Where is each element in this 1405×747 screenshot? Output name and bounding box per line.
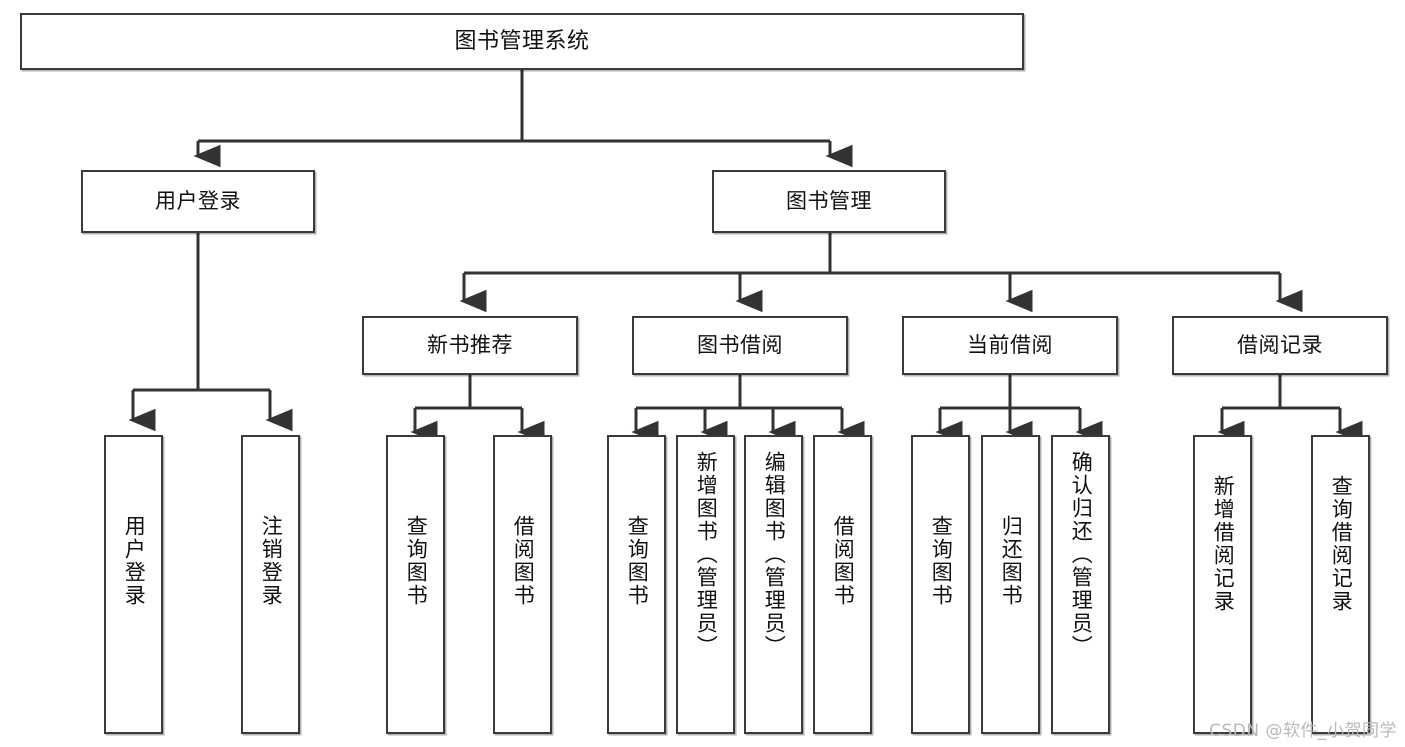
node-leaf-user-logout-label: 注销登录 — [259, 515, 284, 607]
node-current-borrow[interactable]: 当前借阅 — [902, 316, 1118, 375]
node-leaf-add-record-label: 新增借阅记录 — [1211, 475, 1236, 613]
node-leaf-borrow-book-2-label: 借阅图书 — [831, 515, 856, 607]
node-current-borrow-label: 当前借阅 — [967, 333, 1053, 358]
node-leaf-return-book-label: 归还图书 — [999, 515, 1024, 607]
node-leaf-confirm-return-label: 确认归还（管理员） — [1069, 451, 1094, 658]
node-book-manage-label: 图书管理 — [786, 189, 872, 214]
node-leaf-query-record-label: 查询借阅记录 — [1329, 475, 1354, 613]
node-book-manage[interactable]: 图书管理 — [712, 170, 946, 233]
node-leaf-query-book-3[interactable]: 查询图书 — [911, 435, 970, 734]
node-borrow-record-label: 借阅记录 — [1237, 333, 1323, 358]
node-leaf-borrow-book-1[interactable]: 借阅图书 — [493, 435, 552, 734]
node-new-book-rec[interactable]: 新书推荐 — [362, 316, 578, 375]
node-root-label: 图书管理系统 — [454, 28, 590, 54]
node-root[interactable]: 图书管理系统 — [20, 13, 1024, 70]
node-leaf-query-book-1-label: 查询图书 — [404, 515, 429, 607]
node-leaf-edit-book[interactable]: 编辑图书（管理员） — [744, 435, 803, 734]
node-leaf-query-book-2[interactable]: 查询图书 — [607, 435, 666, 734]
node-leaf-confirm-return[interactable]: 确认归还（管理员） — [1051, 435, 1110, 734]
node-leaf-user-login-label: 用户登录 — [122, 515, 147, 607]
node-leaf-edit-book-label: 编辑图书（管理员） — [762, 451, 787, 658]
node-leaf-query-book-1[interactable]: 查询图书 — [386, 435, 445, 734]
node-leaf-query-book-3-label: 查询图书 — [929, 515, 954, 607]
node-leaf-return-book[interactable]: 归还图书 — [981, 435, 1040, 734]
node-leaf-borrow-book-2[interactable]: 借阅图书 — [813, 435, 872, 734]
node-book-borrow-label: 图书借阅 — [697, 333, 783, 358]
node-leaf-add-book[interactable]: 新增图书（管理员） — [676, 435, 735, 734]
node-user-login-label: 用户登录 — [155, 189, 241, 214]
node-leaf-query-record[interactable]: 查询借阅记录 — [1311, 435, 1370, 734]
node-leaf-user-logout[interactable]: 注销登录 — [241, 435, 300, 734]
node-leaf-add-record[interactable]: 新增借阅记录 — [1193, 435, 1252, 734]
node-leaf-add-book-label: 新增图书（管理员） — [694, 451, 719, 658]
node-user-login[interactable]: 用户登录 — [81, 170, 315, 233]
node-leaf-borrow-book-1-label: 借阅图书 — [511, 515, 536, 607]
node-leaf-query-book-2-label: 查询图书 — [625, 515, 650, 607]
node-leaf-user-login[interactable]: 用户登录 — [104, 435, 163, 734]
node-borrow-record[interactable]: 借阅记录 — [1172, 316, 1388, 375]
node-new-book-rec-label: 新书推荐 — [427, 333, 513, 358]
node-book-borrow[interactable]: 图书借阅 — [632, 316, 848, 375]
watermark-text: CSDN @软件_小贺同学 — [1209, 721, 1397, 741]
